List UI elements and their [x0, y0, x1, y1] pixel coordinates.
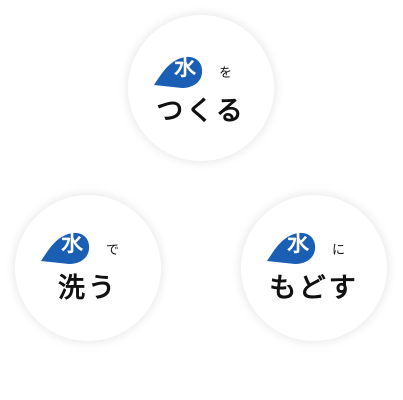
step-make-water: 水 を つくる	[128, 15, 274, 161]
particle-label: を	[219, 66, 233, 81]
water-drop-icon: 水	[39, 227, 91, 267]
step-word: 洗う	[58, 273, 118, 304]
particle-label: に	[332, 243, 346, 258]
drop-label: 水	[173, 56, 196, 81]
particle-label: で	[106, 243, 120, 258]
water-drop-icon: 水	[152, 51, 204, 91]
step-return-to-water: 水 に もどす	[241, 195, 387, 341]
water-drop-icon: 水	[265, 227, 317, 267]
step-word: もどす	[269, 273, 359, 304]
step-word: つくる	[156, 96, 246, 127]
drop-label: 水	[60, 232, 83, 257]
drop-label: 水	[286, 232, 309, 257]
step-wash-with-water: 水 で 洗う	[15, 195, 161, 341]
